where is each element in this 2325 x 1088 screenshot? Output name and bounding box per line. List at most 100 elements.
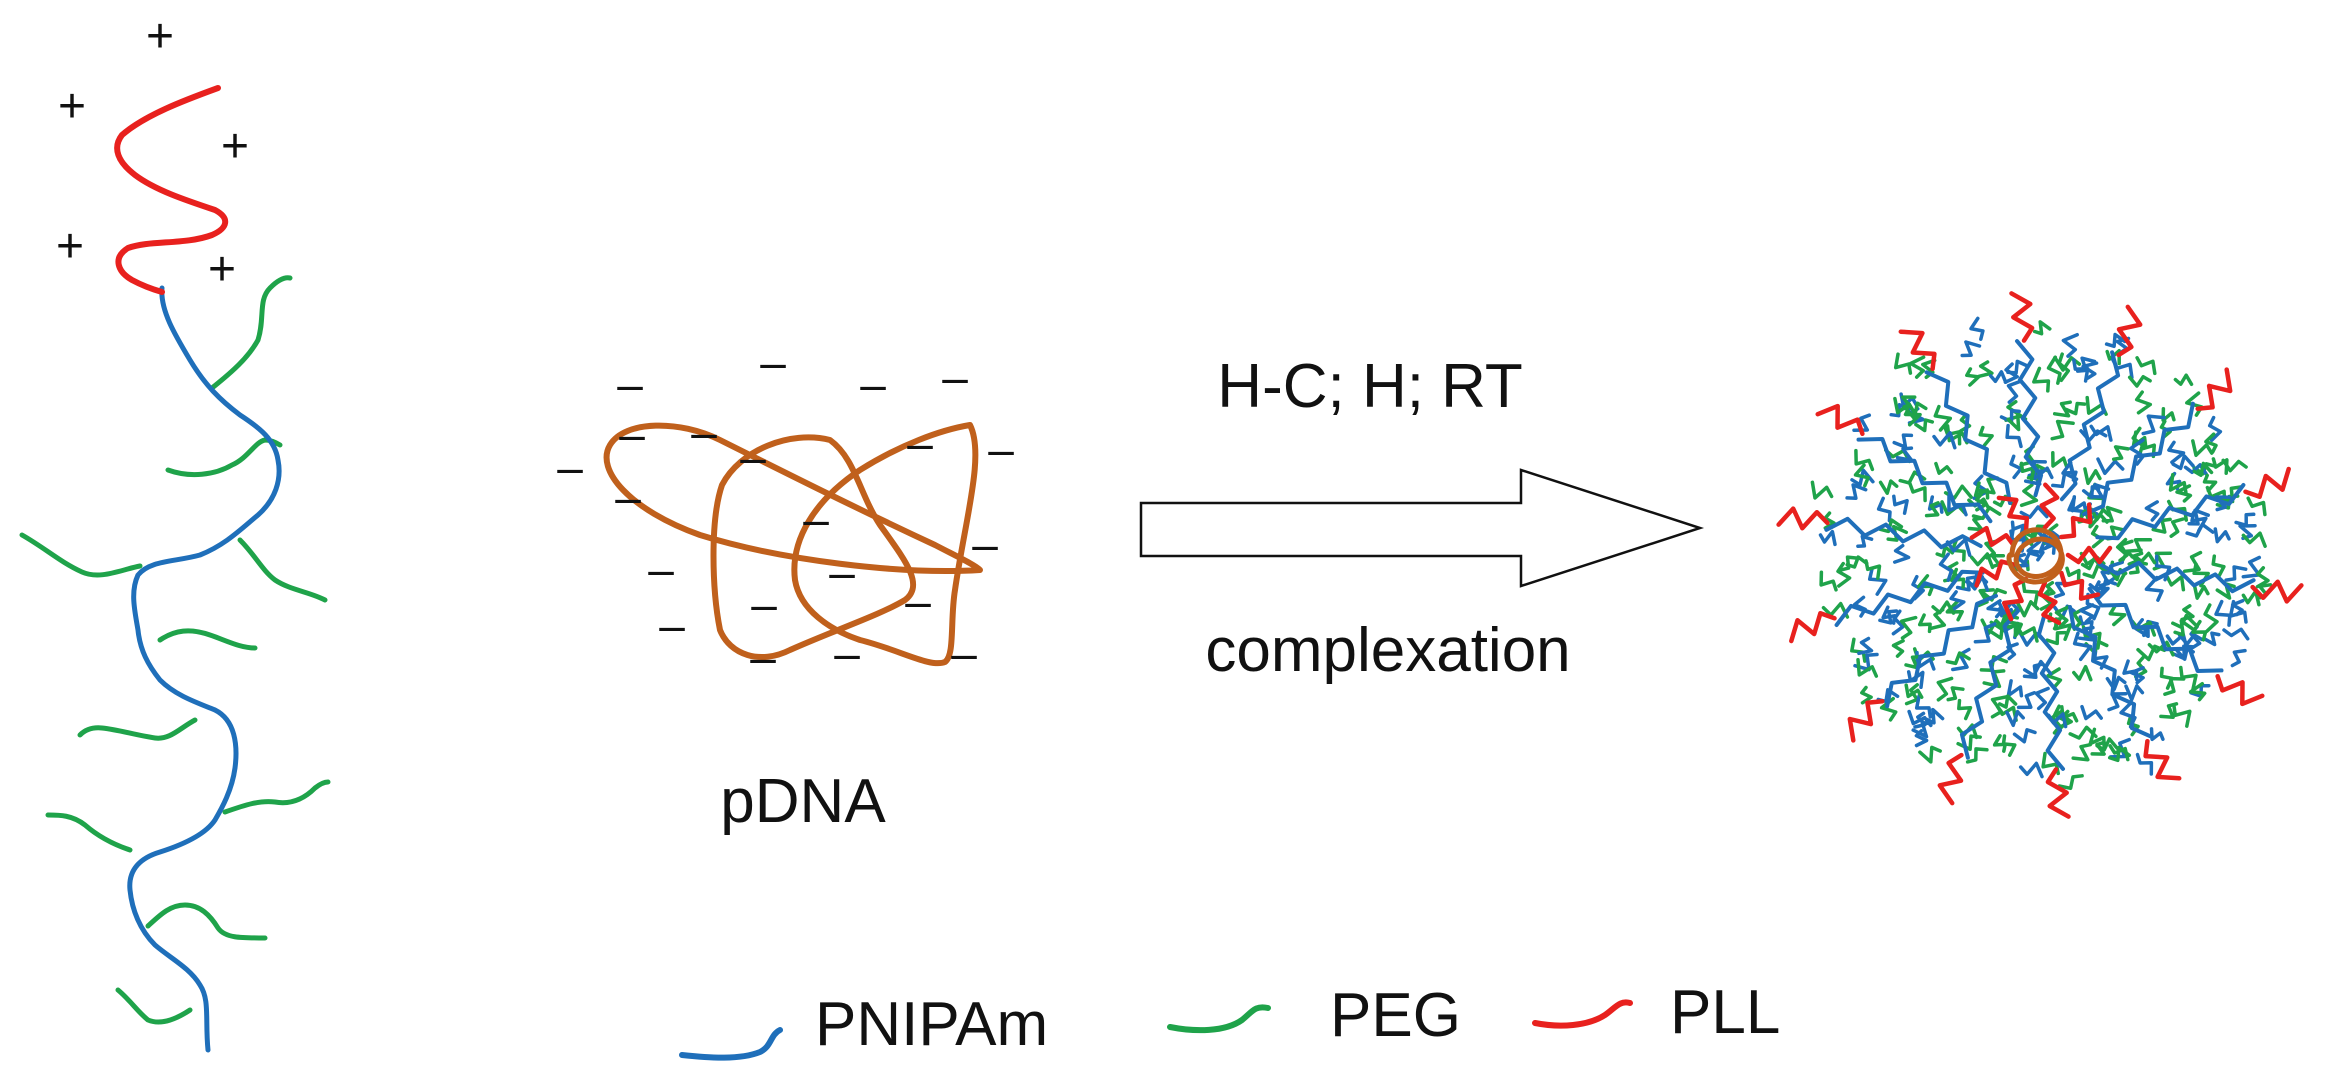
- peg-side-chains: [19, 275, 331, 1025]
- peg-fragment: [1904, 683, 1924, 699]
- pnipam-fragment: [1892, 433, 1914, 449]
- peg-fragment: [1950, 537, 1966, 562]
- pnipam-fragment: [2171, 644, 2194, 661]
- pll-corona-chain: [2243, 466, 2291, 500]
- peg-fragment: [1836, 561, 1852, 588]
- peg-fragment: [2042, 580, 2056, 597]
- pnipam-fragment: [1892, 494, 1909, 515]
- pnipam-fragment: [1845, 483, 1868, 500]
- peg-fragment: [1904, 654, 1922, 670]
- pnipam-fragment: [2072, 631, 2093, 662]
- peg-fragment: [1933, 404, 1953, 432]
- peg-fragment: [1860, 685, 1873, 705]
- peg-fragment: [1864, 559, 1882, 580]
- pll-core-chain: [1969, 525, 2016, 548]
- pnipam-fragment: [2051, 471, 2079, 489]
- pll-corona-chain: [1776, 506, 1830, 531]
- peg-fragment: [1908, 355, 1926, 379]
- pnipam-fragment: [1892, 543, 1911, 564]
- pnipam-arm: [2036, 612, 2065, 771]
- positive-charge: +: [208, 243, 236, 296]
- peg-fragment: [2204, 432, 2218, 454]
- peg-fragment: [1977, 360, 1994, 379]
- peg-fragment: [2175, 484, 2193, 503]
- peg-fragment: [1914, 418, 1935, 433]
- pnipam-fragment: [2010, 520, 2026, 538]
- negative-charge: –: [648, 543, 674, 595]
- pnipam-fragment: [2234, 512, 2256, 528]
- negative-charge: –: [942, 351, 968, 403]
- peg-fragment: [2191, 619, 2208, 642]
- peg-fragment: [1924, 501, 1940, 518]
- process-arrow: [1139, 468, 1705, 588]
- peg-fragment: [1997, 694, 2018, 709]
- peg-fragment: [2203, 603, 2219, 634]
- negative-charge: –: [951, 627, 977, 679]
- pnipam-arm: [2097, 560, 2256, 594]
- pnipam-arm: [1856, 437, 1993, 524]
- peg-fragment: [2046, 667, 2063, 689]
- peg-fragment: [1969, 552, 1995, 570]
- peg-fragment: [2019, 483, 2039, 508]
- legend-label-pll: PLL: [1670, 978, 1780, 1047]
- pnipam-fragment: [1856, 534, 1874, 548]
- peg-fragment: [2111, 445, 2130, 461]
- pnipam-fragment: [2165, 632, 2189, 651]
- pll-corona-chain: [2250, 579, 2304, 604]
- peg-fragment: [1810, 480, 1834, 500]
- legend-item-peg: PEG: [1167, 981, 1461, 1050]
- pnipam-arm: [1824, 516, 1983, 550]
- peg-fragment: [1902, 401, 1928, 421]
- pnipam-fragment: [2088, 578, 2118, 597]
- peg-fragment: [2133, 551, 2157, 565]
- negative-charge: –: [834, 627, 860, 679]
- peg-fragment: [1845, 555, 1869, 569]
- pnipam-fragment: [2026, 539, 2045, 562]
- pnipam-backbone: [127, 285, 282, 1053]
- peg-fragment: [2169, 517, 2185, 538]
- pnipam-fragment: [2202, 631, 2221, 647]
- peg-graft: [77, 717, 198, 741]
- legend-label-pnipam: PNIPAm: [815, 990, 1048, 1059]
- pll-core-chain: [1974, 559, 2016, 588]
- pnipam-fragment: [1927, 495, 1944, 514]
- pll-core-chain: [2037, 580, 2062, 625]
- peg-fragment: [2159, 702, 2179, 720]
- pnipam-arm: [2059, 350, 2121, 502]
- peg-fragment: [2019, 461, 2036, 482]
- pll-core-chain: [2059, 502, 2093, 540]
- pnipam-fragment: [2124, 684, 2145, 702]
- peg-fragment: [2241, 531, 2267, 548]
- peg-fragment: [2065, 566, 2081, 584]
- pll-corona-chain: [2195, 367, 2233, 412]
- pnipam-fragment: [1911, 720, 1933, 739]
- peg-fragment: [2192, 583, 2210, 600]
- peg-fragment: [1943, 561, 1961, 583]
- pnipam-fragment: [2003, 362, 2019, 384]
- pnipam-fragment: [2224, 565, 2248, 582]
- pnipam-fragment: [1881, 605, 1897, 625]
- pnipam-fragment: [2129, 666, 2145, 685]
- pnipam-fragment: [2005, 423, 2023, 449]
- pnipam-fragment: [1876, 496, 1892, 523]
- peg-fragment: [2188, 681, 2207, 702]
- peg-fragment: [1819, 570, 1838, 592]
- pnipam-fragment: [2009, 454, 2023, 480]
- peg-fragment: [2051, 451, 2069, 468]
- pnipam-fragment: [1986, 599, 2004, 619]
- pnipam-fragment: [1951, 647, 1971, 672]
- peg-fragment: [1946, 686, 1965, 702]
- pnipam-fragment: [2171, 454, 2195, 471]
- peg-fragment: [1904, 683, 1919, 706]
- pll-corona-chain: [1898, 329, 1937, 372]
- peg-fragment: [2172, 703, 2192, 728]
- pnipam-arm: [1885, 593, 1998, 709]
- negative-charge: –: [750, 631, 776, 683]
- peg-fragment: [2127, 374, 2152, 388]
- pnipam-fragment: [2080, 704, 2103, 721]
- peg-fragment: [1936, 676, 1954, 702]
- pnipam-fragment: [2167, 440, 2186, 465]
- negative-charge: –: [557, 441, 583, 493]
- pnipam-fragment: [2006, 379, 2023, 404]
- negative-charge: –: [659, 599, 685, 651]
